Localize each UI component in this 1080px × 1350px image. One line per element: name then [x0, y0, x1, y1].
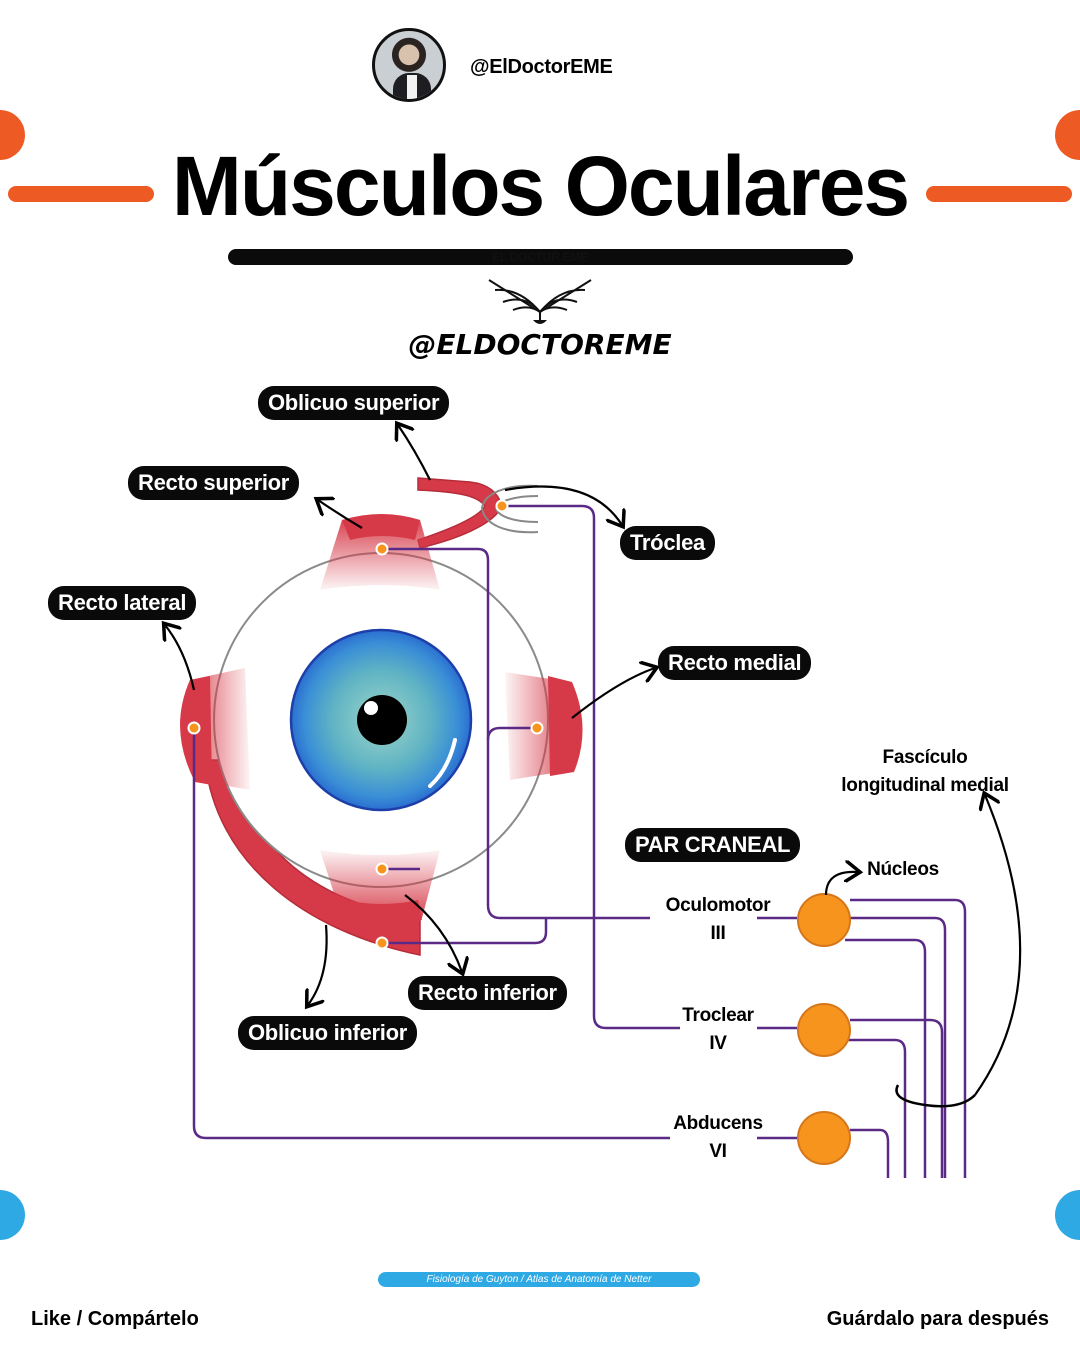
label-fasciculo-line2: longitudinal medial — [841, 775, 1009, 796]
brand-logo-icon — [488, 279, 592, 324]
arrow-recto-superior — [318, 500, 363, 529]
label-recto-medial: Recto medial — [658, 646, 812, 680]
arrow-troclea — [504, 485, 622, 525]
arrow-recto-inferior — [404, 894, 462, 972]
nerve-numeral-troclear: IV — [709, 1033, 727, 1054]
label-troclea: Tróclea — [620, 526, 715, 560]
nerve-path-superior-rectus — [382, 547, 650, 920]
nucleus-troclear — [797, 1003, 851, 1057]
nerve-name-troclear: Troclear — [682, 1005, 754, 1026]
iris-highlight — [428, 738, 457, 788]
trochlea-ring — [480, 484, 539, 534]
page-title: Músculos Oculares — [171, 139, 910, 233]
nerve-path-abducens — [192, 728, 670, 1140]
arrow-oblicuo-inferior — [308, 924, 328, 1005]
attach-dot-inferior-oblique — [375, 936, 389, 950]
mlf-loop — [895, 1084, 976, 1108]
attach-dot-superior-oblique — [495, 499, 509, 513]
label-recto-inferior: Recto inferior — [408, 976, 567, 1010]
author-handle[interactable]: @ElDoctorEME — [470, 56, 613, 78]
superior-oblique-tendon — [417, 477, 503, 549]
arrow-recto-lateral — [165, 625, 196, 691]
like-share-text[interactable]: Like / Compártelo — [31, 1308, 199, 1330]
arrow-recto-medial — [571, 668, 655, 719]
save-for-later-text[interactable]: Guárdalo para después — [826, 1308, 1049, 1330]
eye-muscles-diagram — [0, 380, 1022, 1178]
nerve-path-inferior-oblique — [382, 918, 548, 945]
avatar-shirt — [407, 75, 417, 99]
arrow-oblicuo-superior — [398, 425, 431, 481]
label-recto-lateral: Recto lateral — [48, 586, 197, 620]
brand-small: EL DOCTOR EME — [492, 250, 588, 264]
label-par-craneal: PAR CRANEAL — [625, 828, 801, 862]
avatar — [372, 28, 446, 102]
nucleus-oculomotor — [797, 893, 851, 947]
nucleus-abducens — [797, 1111, 851, 1165]
pupil — [357, 695, 407, 745]
brand-handle-large: @ELDOCTOREME — [408, 328, 672, 361]
label-oblicuo-superior: Oblicuo superior — [258, 386, 450, 420]
nerve-name-oculomotor: Oculomotor — [665, 895, 771, 916]
label-oblicuo-inferior: Oblicuo inferior — [238, 1016, 417, 1050]
arrow-fasciculo — [974, 795, 1022, 1096]
nerve-numeral-abducens: VI — [709, 1141, 727, 1162]
label-nucleos: Núcleos — [867, 859, 939, 880]
decor-bar-right — [926, 186, 1072, 202]
arrow-nucleos — [824, 872, 858, 896]
attach-dot-medial-rectus — [530, 721, 544, 735]
attach-dot-inferior-rectus — [375, 862, 389, 876]
title-underline — [228, 249, 853, 265]
label-fasciculo-line1: Fascículo — [882, 747, 968, 768]
source-citation: Fisiología de Guyton / Atlas de Anatomía… — [378, 1272, 700, 1287]
decor-bar-left — [8, 186, 154, 202]
nerve-path-trochlear — [502, 504, 680, 1030]
label-recto-superior: Recto superior — [128, 466, 300, 500]
attach-dot-superior-rectus — [375, 542, 389, 556]
pupil-highlight — [364, 701, 378, 715]
attach-dot-lateral-rectus — [187, 721, 201, 735]
nerve-name-abducens: Abducens — [673, 1113, 763, 1134]
nerve-numeral-oculomotor: III — [710, 923, 726, 944]
nerve-path-medial-rectus — [486, 726, 537, 741]
